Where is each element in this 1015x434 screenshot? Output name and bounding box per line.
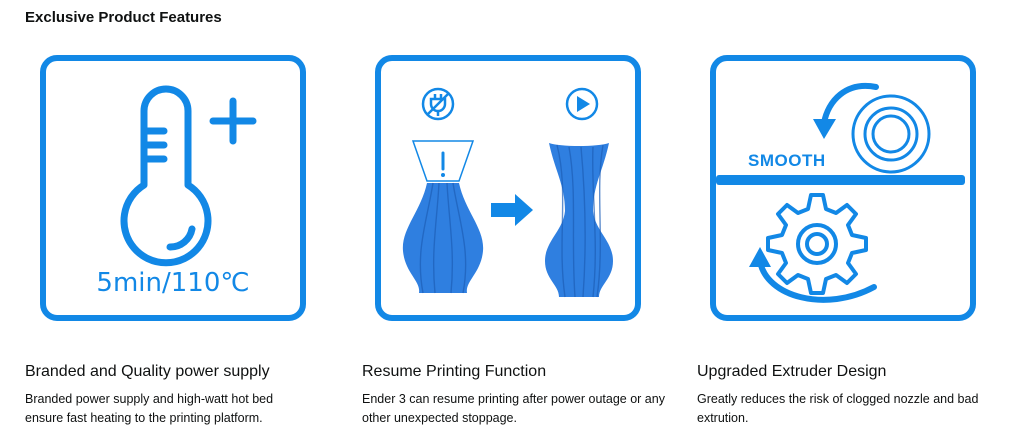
- feature-card-resume-printing: [375, 55, 641, 321]
- extruder-gear-icon: [716, 82, 965, 303]
- feature-desc-resume-printing: Ender 3 can resume printing after power …: [362, 392, 665, 425]
- smooth-label: SMOOTH: [748, 151, 826, 170]
- no-power-icon: [421, 87, 455, 121]
- feature-card-extruder: SMOOTH: [710, 55, 976, 321]
- paused-vase-icon: [402, 140, 484, 294]
- section-title: Exclusive Product Features: [25, 9, 222, 26]
- feature-title-extruder: Upgraded Extruder Design: [697, 363, 887, 380]
- curved-arrow-top-icon: [813, 82, 879, 139]
- curved-arrow-bottom-icon: [749, 247, 877, 303]
- gear-icon: [766, 193, 868, 295]
- play-icon: [565, 87, 599, 121]
- filament-bar: [716, 175, 965, 185]
- temperature-label: 5min/110℃: [96, 268, 250, 298]
- pulley-icon: [851, 94, 931, 174]
- feature-desc-power-supply: Branded power supply and high-watt hot b…: [25, 392, 274, 425]
- completed-vase-icon: [545, 143, 613, 298]
- thermometer-plus-icon: [120, 85, 257, 267]
- feature-card-power-supply: 5min/110℃: [40, 55, 306, 321]
- feature-title-resume-printing: Resume Printing Function: [362, 363, 547, 380]
- feature-desc-extruder: Greatly reduces the risk of clogged nozz…: [697, 392, 979, 425]
- feature-title-power-supply: Branded and Quality power supply: [25, 363, 270, 380]
- arrow-right-icon: [491, 194, 533, 226]
